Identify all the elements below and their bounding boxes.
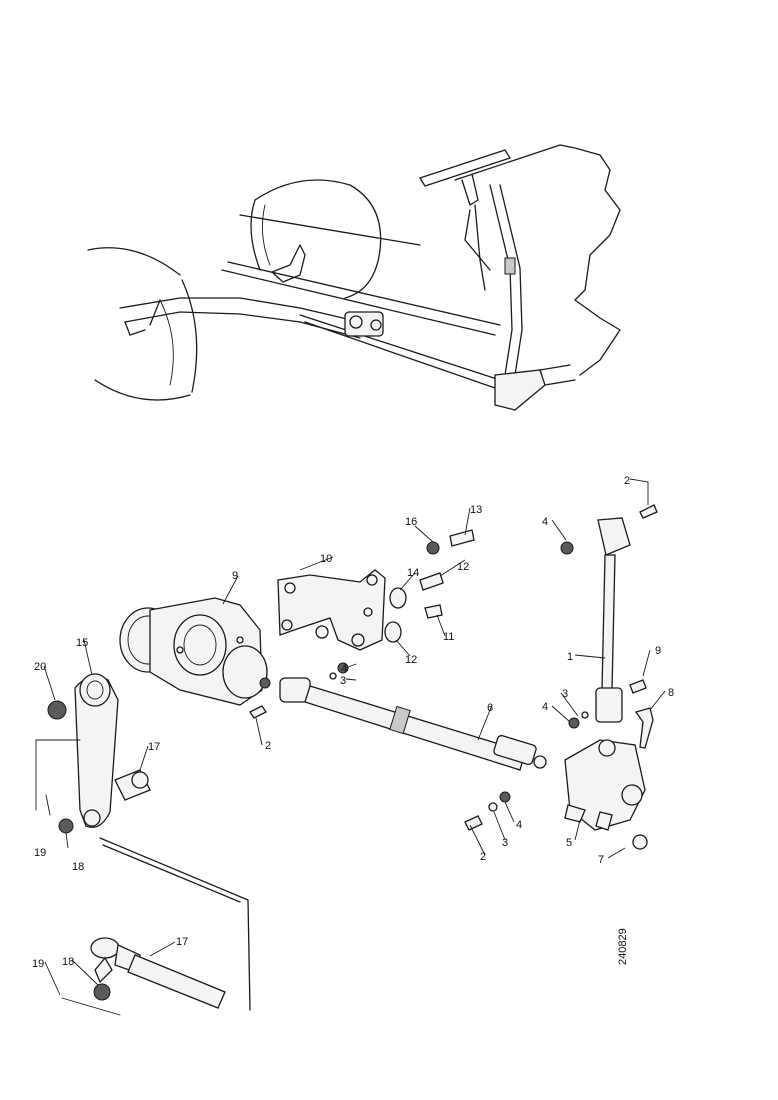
callout-20: 20 [34,661,46,673]
callout-4-top: 4 [542,516,548,528]
steering-gear-9 [119,597,271,706]
washer-3-upper [329,672,337,680]
pitman-arm-15 [74,673,119,829]
callout-19-upper: 19 [34,847,46,859]
callout-numbers: 9 10 16 13 12 14 11 12 4 3 2 6 2 4 1 9 3… [32,475,674,970]
callout-12-upper: 12 [457,561,469,573]
callout-13: 13 [470,504,482,516]
callout-12-lower: 12 [405,654,417,666]
callout-4-shaft: 4 [341,663,347,675]
steering-shaft-1 [560,504,658,729]
callout-11: 11 [443,631,454,643]
bushings-and-bolts [384,529,475,643]
callout-9-bolt: 9 [655,645,661,657]
washer-3-lower [488,802,498,812]
callout-4-ujoint: 4 [542,701,548,713]
callout-17-upper: 17 [148,741,160,753]
bracket-10 [277,569,386,651]
callout-leaders [43,478,666,996]
nut-4-lower [499,791,511,803]
nut-4-upper [337,662,349,674]
callout-3-lower: 3 [502,837,508,849]
ball-joint-17 [114,769,151,801]
callout-2-lower: 2 [480,851,486,863]
callout-6: 6 [487,702,493,714]
callout-1: 1 [567,651,573,663]
vehicle-overview [87,144,621,411]
callout-19-lower: 19 [32,958,44,970]
cotter-pin-19 [45,794,51,816]
callout-10: 10 [320,553,332,565]
callout-2-gear: 2 [265,740,271,752]
callout-9: 9 [232,570,238,582]
bolt-2-left [249,705,267,719]
figure-code: 240829 [617,928,629,965]
callout-16: 16 [405,516,417,528]
callout-8: 8 [668,687,674,699]
callout-3-shaft: 3 [340,675,346,687]
callout-7: 7 [598,854,604,866]
callout-17-lower: 17 [176,936,188,948]
angle-gearbox-5 [564,739,646,831]
intermediate-shaft-6 [279,677,547,771]
callout-4-lower: 4 [516,819,522,831]
callout-15: 15 [76,637,88,649]
nut-7 [632,834,648,850]
callout-14: 14 [407,567,419,579]
nut-18 [58,818,74,834]
bolt-2-lower [464,815,483,831]
callout-5: 5 [566,837,572,849]
nut-20 [47,700,67,720]
callout-2-top: 2 [624,475,630,487]
exploded-steering-assembly [35,504,658,1011]
callout-18-lower: 18 [62,956,74,968]
callout-18-upper: 18 [72,861,84,873]
tie-rod-end-detail [61,937,226,1016]
bolt-8 [634,707,654,749]
callout-3-ujoint: 3 [562,688,568,700]
